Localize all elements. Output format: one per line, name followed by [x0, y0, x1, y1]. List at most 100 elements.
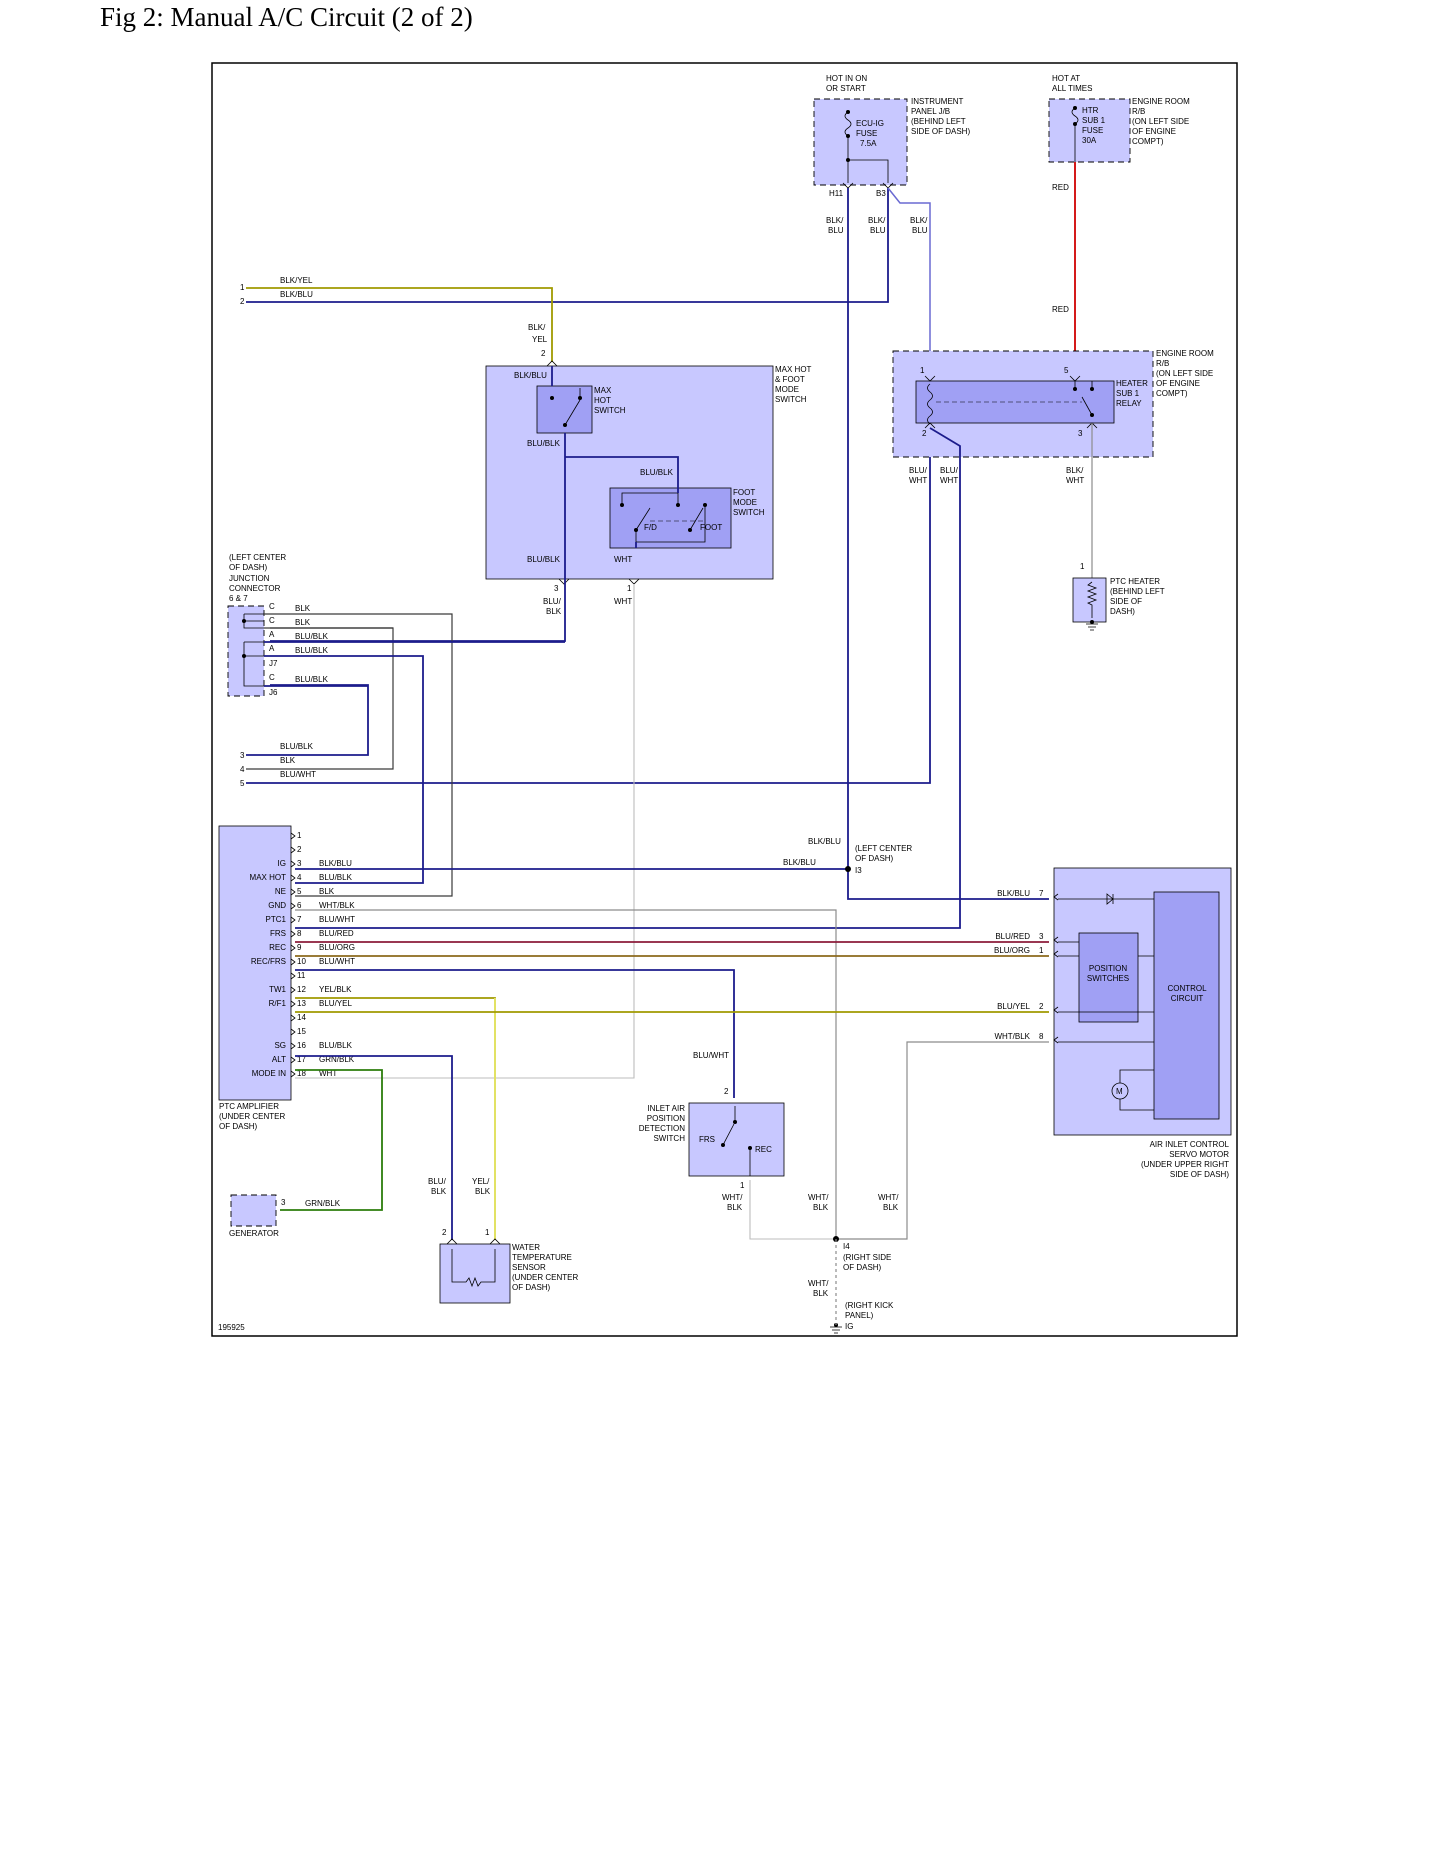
svg-text:PANEL): PANEL) — [845, 1311, 874, 1320]
svg-text:CONNECTOR: CONNECTOR — [229, 584, 281, 593]
svg-text:BLU/: BLU/ — [428, 1177, 447, 1186]
svg-text:BLK: BLK — [883, 1203, 899, 1212]
svg-text:I3: I3 — [855, 866, 862, 875]
svg-text:BLK: BLK — [475, 1187, 491, 1196]
amp-10-bluwht — [295, 969, 735, 1098]
svg-text:R/B: R/B — [1132, 107, 1145, 116]
amp-pin-tick — [290, 972, 296, 980]
instrument-panel-jb-label: INSTRUMENT — [911, 97, 964, 106]
pin-h11: H11 — [829, 189, 844, 198]
svg-text:HOT: HOT — [594, 396, 611, 405]
amp-wire-12: YEL/BLK — [319, 985, 352, 994]
svg-text:BLK/: BLK/ — [826, 216, 844, 225]
svg-text:BLU/BLK: BLU/BLK — [295, 675, 329, 684]
svg-text:GRN/BLK: GRN/BLK — [305, 1199, 341, 1208]
wire-1-blkyel — [246, 287, 553, 362]
air-inlet-servo-motor: CONTROL CIRCUIT POSITION SWITCHES M AIR … — [994, 867, 1232, 1179]
svg-text:(RIGHT KICK: (RIGHT KICK — [845, 1301, 894, 1310]
servo-wire-3: BLU/RED — [995, 932, 1030, 941]
left-terminals: 1 2 BLK/YEL BLK/BLU 3 4 5 BLU/BLK BLK BL… — [240, 276, 316, 788]
svg-text:BLU: BLU — [828, 226, 844, 235]
amp-signal-10: REC/FRS — [251, 957, 286, 966]
svg-text:WHT: WHT — [940, 476, 958, 485]
svg-text:IG: IG — [845, 1322, 853, 1331]
amp-pin-tick — [290, 930, 296, 938]
svg-text:7.5A: 7.5A — [860, 139, 877, 148]
ptc-heater: 1 PTC HEATER (BEHIND LEFT SIDE OF DASH) — [1072, 562, 1165, 631]
amp-pin-6: 6 — [297, 901, 302, 910]
svg-text:BLU/WHT: BLU/WHT — [280, 770, 316, 779]
svg-text:2: 2 — [442, 1228, 447, 1237]
svg-text:OF DASH): OF DASH) — [855, 854, 894, 863]
amp-pin-16: 16 — [297, 1041, 306, 1050]
svg-text:4: 4 — [240, 765, 245, 774]
instrument-panel-jb: HOT IN ON OR START ECU-IG FUSE 7.5A INST… — [813, 74, 970, 198]
svg-text:(BEHIND LEFT: (BEHIND LEFT — [1110, 587, 1165, 596]
svg-text:SIDE OF: SIDE OF — [1110, 597, 1142, 606]
amp-signal-16: SG — [274, 1041, 286, 1050]
svg-text:REC: REC — [755, 1145, 772, 1154]
svg-text:(UNDER UPPER RIGHT: (UNDER UPPER RIGHT — [1141, 1160, 1229, 1169]
amp-wire-16: BLU/BLK — [319, 1041, 353, 1050]
amp-pin-1: 1 — [297, 831, 302, 840]
svg-text:HOT AT: HOT AT — [1052, 74, 1080, 83]
servo-pin-1: 1 — [1039, 946, 1044, 955]
amp-signal-18: MODE IN — [252, 1069, 286, 1078]
ecu-ig-fuse-label: ECU-IG — [856, 119, 884, 128]
amp-pin-tick — [290, 1028, 296, 1036]
svg-text:M: M — [1116, 1087, 1123, 1096]
svg-text:1: 1 — [1080, 562, 1085, 571]
diagram-id: 195925 — [218, 1323, 245, 1332]
svg-text:SWITCH: SWITCH — [775, 395, 807, 404]
svg-text:FOOT: FOOT — [700, 523, 722, 532]
ptc-amplifier: PTC AMPLIFIER (UNDER CENTER OF DASH) 123… — [218, 825, 355, 1131]
svg-text:BLU/: BLU/ — [909, 466, 928, 475]
svg-text:(ON LEFT SIDE: (ON LEFT SIDE — [1132, 117, 1189, 126]
svg-text:BLU/BLK: BLU/BLK — [295, 632, 329, 641]
svg-text:GENERATOR: GENERATOR — [229, 1229, 279, 1238]
amp-pin-5: 5 — [297, 887, 302, 896]
svg-text:ENGINE ROOM: ENGINE ROOM — [1156, 349, 1214, 358]
amp-pin-tick — [290, 1056, 296, 1064]
amp-16-blublk — [295, 1055, 453, 1240]
svg-text:(LEFT CENTER: (LEFT CENTER — [229, 553, 286, 562]
svg-text:JUNCTION: JUNCTION — [229, 574, 270, 583]
svg-text:6 & 7: 6 & 7 — [229, 594, 248, 603]
svg-text:SERVO MOTOR: SERVO MOTOR — [1169, 1150, 1229, 1159]
amp-wire-13: BLU/YEL — [319, 999, 352, 1008]
amp-pin-tick — [290, 902, 296, 910]
svg-text:CONTROL: CONTROL — [1167, 984, 1207, 993]
svg-text:WHT: WHT — [909, 476, 927, 485]
svg-text:J6: J6 — [269, 688, 278, 697]
svg-text:SENSOR: SENSOR — [512, 1263, 546, 1272]
svg-text:BLU/BLK: BLU/BLK — [527, 439, 561, 448]
svg-text:BLK/: BLK/ — [868, 216, 886, 225]
svg-text:INLET AIR: INLET AIR — [647, 1104, 685, 1113]
servo-8-whtblk — [836, 1041, 1049, 1240]
svg-text:BLK/BLU: BLK/BLU — [808, 837, 841, 846]
svg-text:3: 3 — [1078, 429, 1083, 438]
svg-text:FUSE: FUSE — [1082, 126, 1103, 135]
servo-wire-7: BLK/BLU — [997, 889, 1030, 898]
svg-text:OF DASH): OF DASH) — [843, 1263, 882, 1272]
svg-text:PTC AMPLIFIER: PTC AMPLIFIER — [219, 1102, 279, 1111]
water-temperature-sensor: WATER TEMPERATURE SENSOR (UNDER CENTER O… — [428, 1177, 578, 1304]
svg-text:SWITCHES: SWITCHES — [1087, 974, 1129, 983]
amp-pin-tick — [290, 1070, 296, 1078]
htr-fuse-label: HTR — [1082, 106, 1099, 115]
svg-text:RED: RED — [1052, 305, 1069, 314]
amp-pin-tick — [290, 958, 296, 966]
svg-text:WATER: WATER — [512, 1243, 540, 1252]
svg-text:ENGINE ROOM: ENGINE ROOM — [1132, 97, 1190, 106]
amp-wire-10: BLU/WHT — [319, 957, 355, 966]
amp-pin-tick — [290, 846, 296, 854]
inlet-air-switch: INLET AIR POSITION DETECTION SWITCH FRS … — [639, 1051, 785, 1212]
foot-mode-switch — [609, 487, 732, 549]
amp-signal-13: R/F1 — [269, 999, 287, 1008]
amp-pin-tick — [290, 874, 296, 882]
amp-pin-7: 7 — [297, 915, 302, 924]
svg-text:COMPT): COMPT) — [1156, 389, 1188, 398]
svg-text:AIR INLET CONTROL: AIR INLET CONTROL — [1150, 1140, 1230, 1149]
amp-pin-3: 3 — [297, 859, 302, 868]
svg-text:BLK: BLK — [813, 1289, 829, 1298]
